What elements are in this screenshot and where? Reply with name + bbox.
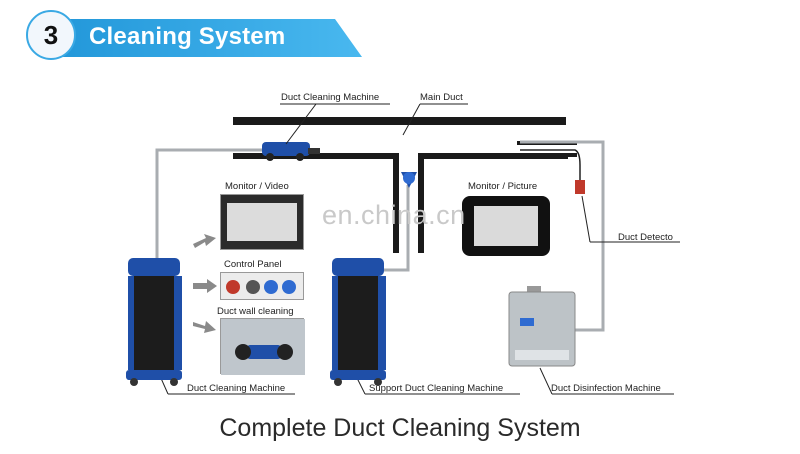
label-duct-disinfection-machine: Duct Disinfection Machine bbox=[551, 383, 661, 394]
monitor-video-panel bbox=[220, 194, 304, 250]
label-monitor-picture: Monitor / Picture bbox=[468, 181, 538, 192]
ductwall-cleaning-image bbox=[220, 318, 305, 375]
label-ductwall-cleaning: Duct wall cleaning bbox=[217, 306, 294, 317]
duct-detector-probe bbox=[575, 180, 585, 194]
page-title: Cleaning System bbox=[89, 23, 286, 50]
label-control-panel: Control Panel bbox=[224, 259, 282, 270]
main-duct bbox=[233, 117, 568, 253]
label-support-duct-cleaning-machine: Support Duct Cleaning Machine bbox=[369, 383, 504, 394]
label-duct-detector: Duct Detecto bbox=[618, 232, 673, 243]
duct-cleaning-machine-left bbox=[126, 258, 182, 386]
monitor-picture-device bbox=[462, 196, 550, 256]
support-duct-cleaning-machine bbox=[330, 258, 386, 386]
label-duct-cleaning-machine-bottom: Duct Cleaning Machine bbox=[187, 383, 286, 394]
duct-robot bbox=[262, 142, 320, 161]
step-number-badge: 3 bbox=[26, 10, 76, 60]
diagram-caption: Complete Duct Cleaning System bbox=[219, 414, 581, 442]
label-main-duct: Main Duct bbox=[420, 92, 463, 103]
watermark: en.china.cn bbox=[322, 200, 466, 230]
duct-disinfection-machine bbox=[508, 286, 576, 367]
label-duct-cleaning-machine-top: Duct Cleaning Machine bbox=[281, 92, 380, 103]
control-panel-image bbox=[220, 272, 304, 300]
step-number: 3 bbox=[43, 19, 59, 50]
label-monitor-video: Monitor / Video bbox=[225, 181, 289, 192]
title-banner bbox=[62, 19, 362, 57]
